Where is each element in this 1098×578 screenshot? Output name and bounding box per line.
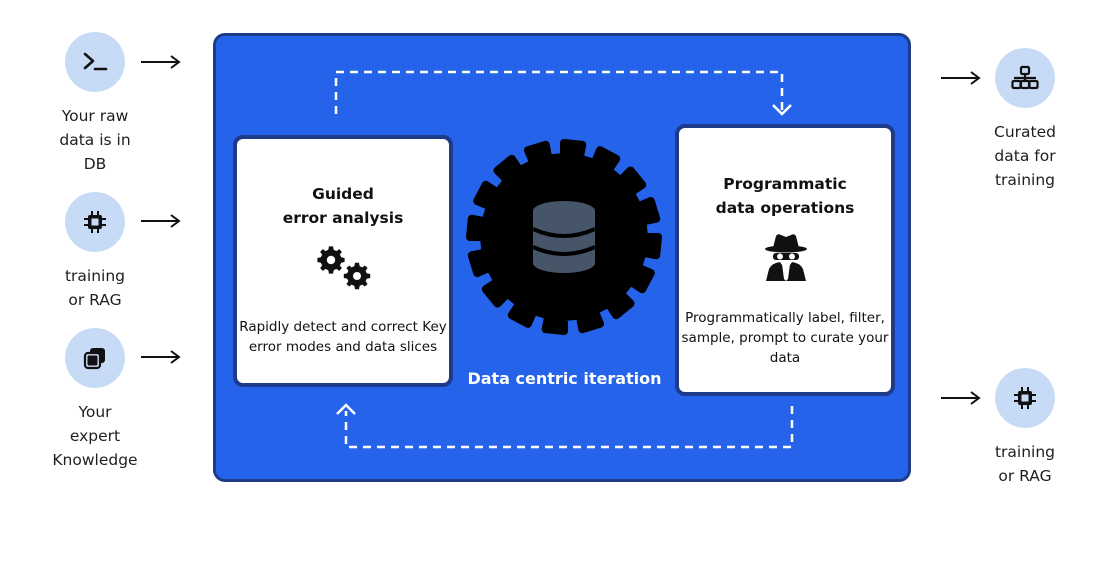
- output-label-training-rag: training or RAG: [994, 443, 1056, 485]
- input-arrow-2: [141, 214, 181, 228]
- guided-error-analysis-description: Rapidly detect and correct Key error mod…: [239, 319, 447, 355]
- guided-error-analysis-card: Guided error analysis Rapidly detect and…: [233, 135, 453, 387]
- programmatic-data-operations-title: Programmatic data operations: [715, 175, 855, 217]
- input-label-expert-knowledge: Your expert Knowledge: [52, 403, 138, 469]
- output-label-curated-data: Curated data for training: [994, 123, 1056, 189]
- panel-label: Data centric iteration: [467, 369, 662, 388]
- output-arrow-1: [941, 71, 981, 85]
- chip-icon: [65, 192, 125, 252]
- database-band-1: [532, 227, 596, 238]
- input-arrow-1: [141, 55, 181, 69]
- programmatic-data-operations-card: Programmatic data operations Programmati…: [675, 124, 895, 396]
- guided-error-analysis-title: Guided error analysis: [282, 185, 404, 227]
- database-bottom: [533, 253, 595, 273]
- input-label-raw-data: Your raw data is in DB: [59, 107, 131, 173]
- input-label-training-rag: training or RAG: [64, 267, 126, 309]
- output-arrow-2: [941, 391, 981, 405]
- database-band-2: [532, 245, 596, 256]
- stack-icon: [65, 328, 125, 388]
- network-icon: [995, 48, 1055, 108]
- terminal-icon: [65, 32, 125, 92]
- spy-icon: [763, 231, 809, 287]
- gears-icon: [311, 242, 377, 298]
- chip-icon: [995, 368, 1055, 428]
- programmatic-data-operations-description: Programmatically label, filter, sample, …: [681, 310, 889, 366]
- input-arrow-3: [141, 350, 181, 364]
- database-top: [533, 201, 595, 221]
